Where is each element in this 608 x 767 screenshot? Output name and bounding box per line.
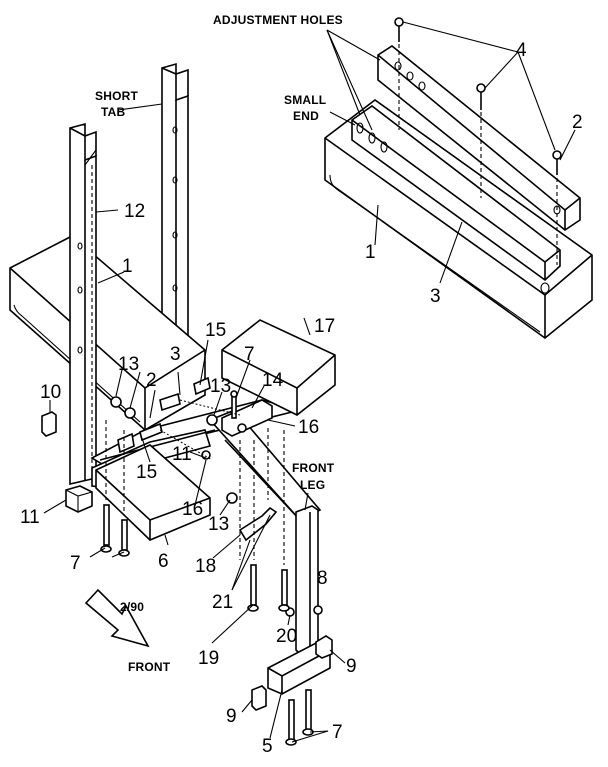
part-number-inset-1: 1 <box>365 242 376 263</box>
part-number-spacer-16-low: 16 <box>182 499 203 520</box>
rail-adjustment-holes <box>356 122 550 294</box>
part-number-bracket-15-top: 15 <box>205 320 226 341</box>
part-number-cap-10: 10 <box>40 382 61 403</box>
part-number-cap-11-foot: 11 <box>20 507 40 528</box>
hardware-small-parts <box>110 376 323 617</box>
front-leg-label: FRONT <box>292 461 335 475</box>
part-number-cap-9-right: 9 <box>346 656 357 677</box>
part-number-bracket-3: 3 <box>170 344 181 365</box>
short-tab-label-2: TAB <box>101 105 126 119</box>
part-number-plate-2: 2 <box>146 370 157 391</box>
small-end-label-2: END <box>293 109 319 123</box>
part-number-nut-8: 8 <box>317 568 328 589</box>
part-number-labels: 4 2 1 3 12 1 17 15 3 7 13 2 13 14 10 16 … <box>20 40 583 757</box>
front-label: FRONT <box>128 660 171 674</box>
part-number-pad-17: 17 <box>314 316 335 337</box>
part-number-bolt-15-low: 15 <box>136 462 157 483</box>
part-number-inset-4: 4 <box>516 40 527 61</box>
part-number-inset-2: 2 <box>572 112 583 133</box>
part-number-bolt-7-top: 7 <box>244 344 255 365</box>
part-number-leg-5: 5 <box>262 736 273 757</box>
part-number-nut-13-mid: 13 <box>210 376 231 397</box>
part-number-seat-1: 1 <box>122 256 133 277</box>
small-end-label: SMALL <box>284 93 326 107</box>
callout-labels: ADJUSTMENT HOLES SMALL END SHORT TAB FRO… <box>95 13 343 674</box>
part-number-frame-6: 6 <box>158 551 169 572</box>
part-number-nut-13-left: 13 <box>118 354 139 375</box>
part-number-spacer-16-right: 16 <box>298 417 319 438</box>
part-number-bracket-14: 14 <box>262 370 284 391</box>
front-direction-arrow <box>84 588 150 648</box>
bolt-4-set <box>394 17 562 265</box>
part-number-inset-3: 3 <box>430 286 441 307</box>
part-number-washer-11-mid: 11 <box>172 444 192 465</box>
part-number-bolts-7-left: 7 <box>70 553 81 574</box>
inset-seat-assembly <box>324 17 593 340</box>
part-number-bolt-19: 19 <box>198 648 219 669</box>
front-leg-label-2: LEG <box>300 478 325 492</box>
part-number-cap-9-left: 9 <box>226 706 237 727</box>
part-number-washer-21: 21 <box>212 592 233 613</box>
part-number-bracket-18: 18 <box>195 556 216 577</box>
main-bench-assembly <box>9 62 346 746</box>
bolt-set <box>100 390 314 746</box>
front-arrow-text: 2/90 <box>120 600 144 614</box>
part-number-bolts-7-bottom: 7 <box>332 722 343 743</box>
part-number-nut-13-low: 13 <box>208 514 229 535</box>
part-number-bolt-20: 20 <box>276 626 297 647</box>
short-tab-label: SHORT <box>95 89 138 103</box>
part-number-upright-12: 12 <box>124 201 145 222</box>
adjustment-holes-label: ADJUSTMENT HOLES <box>213 13 343 27</box>
